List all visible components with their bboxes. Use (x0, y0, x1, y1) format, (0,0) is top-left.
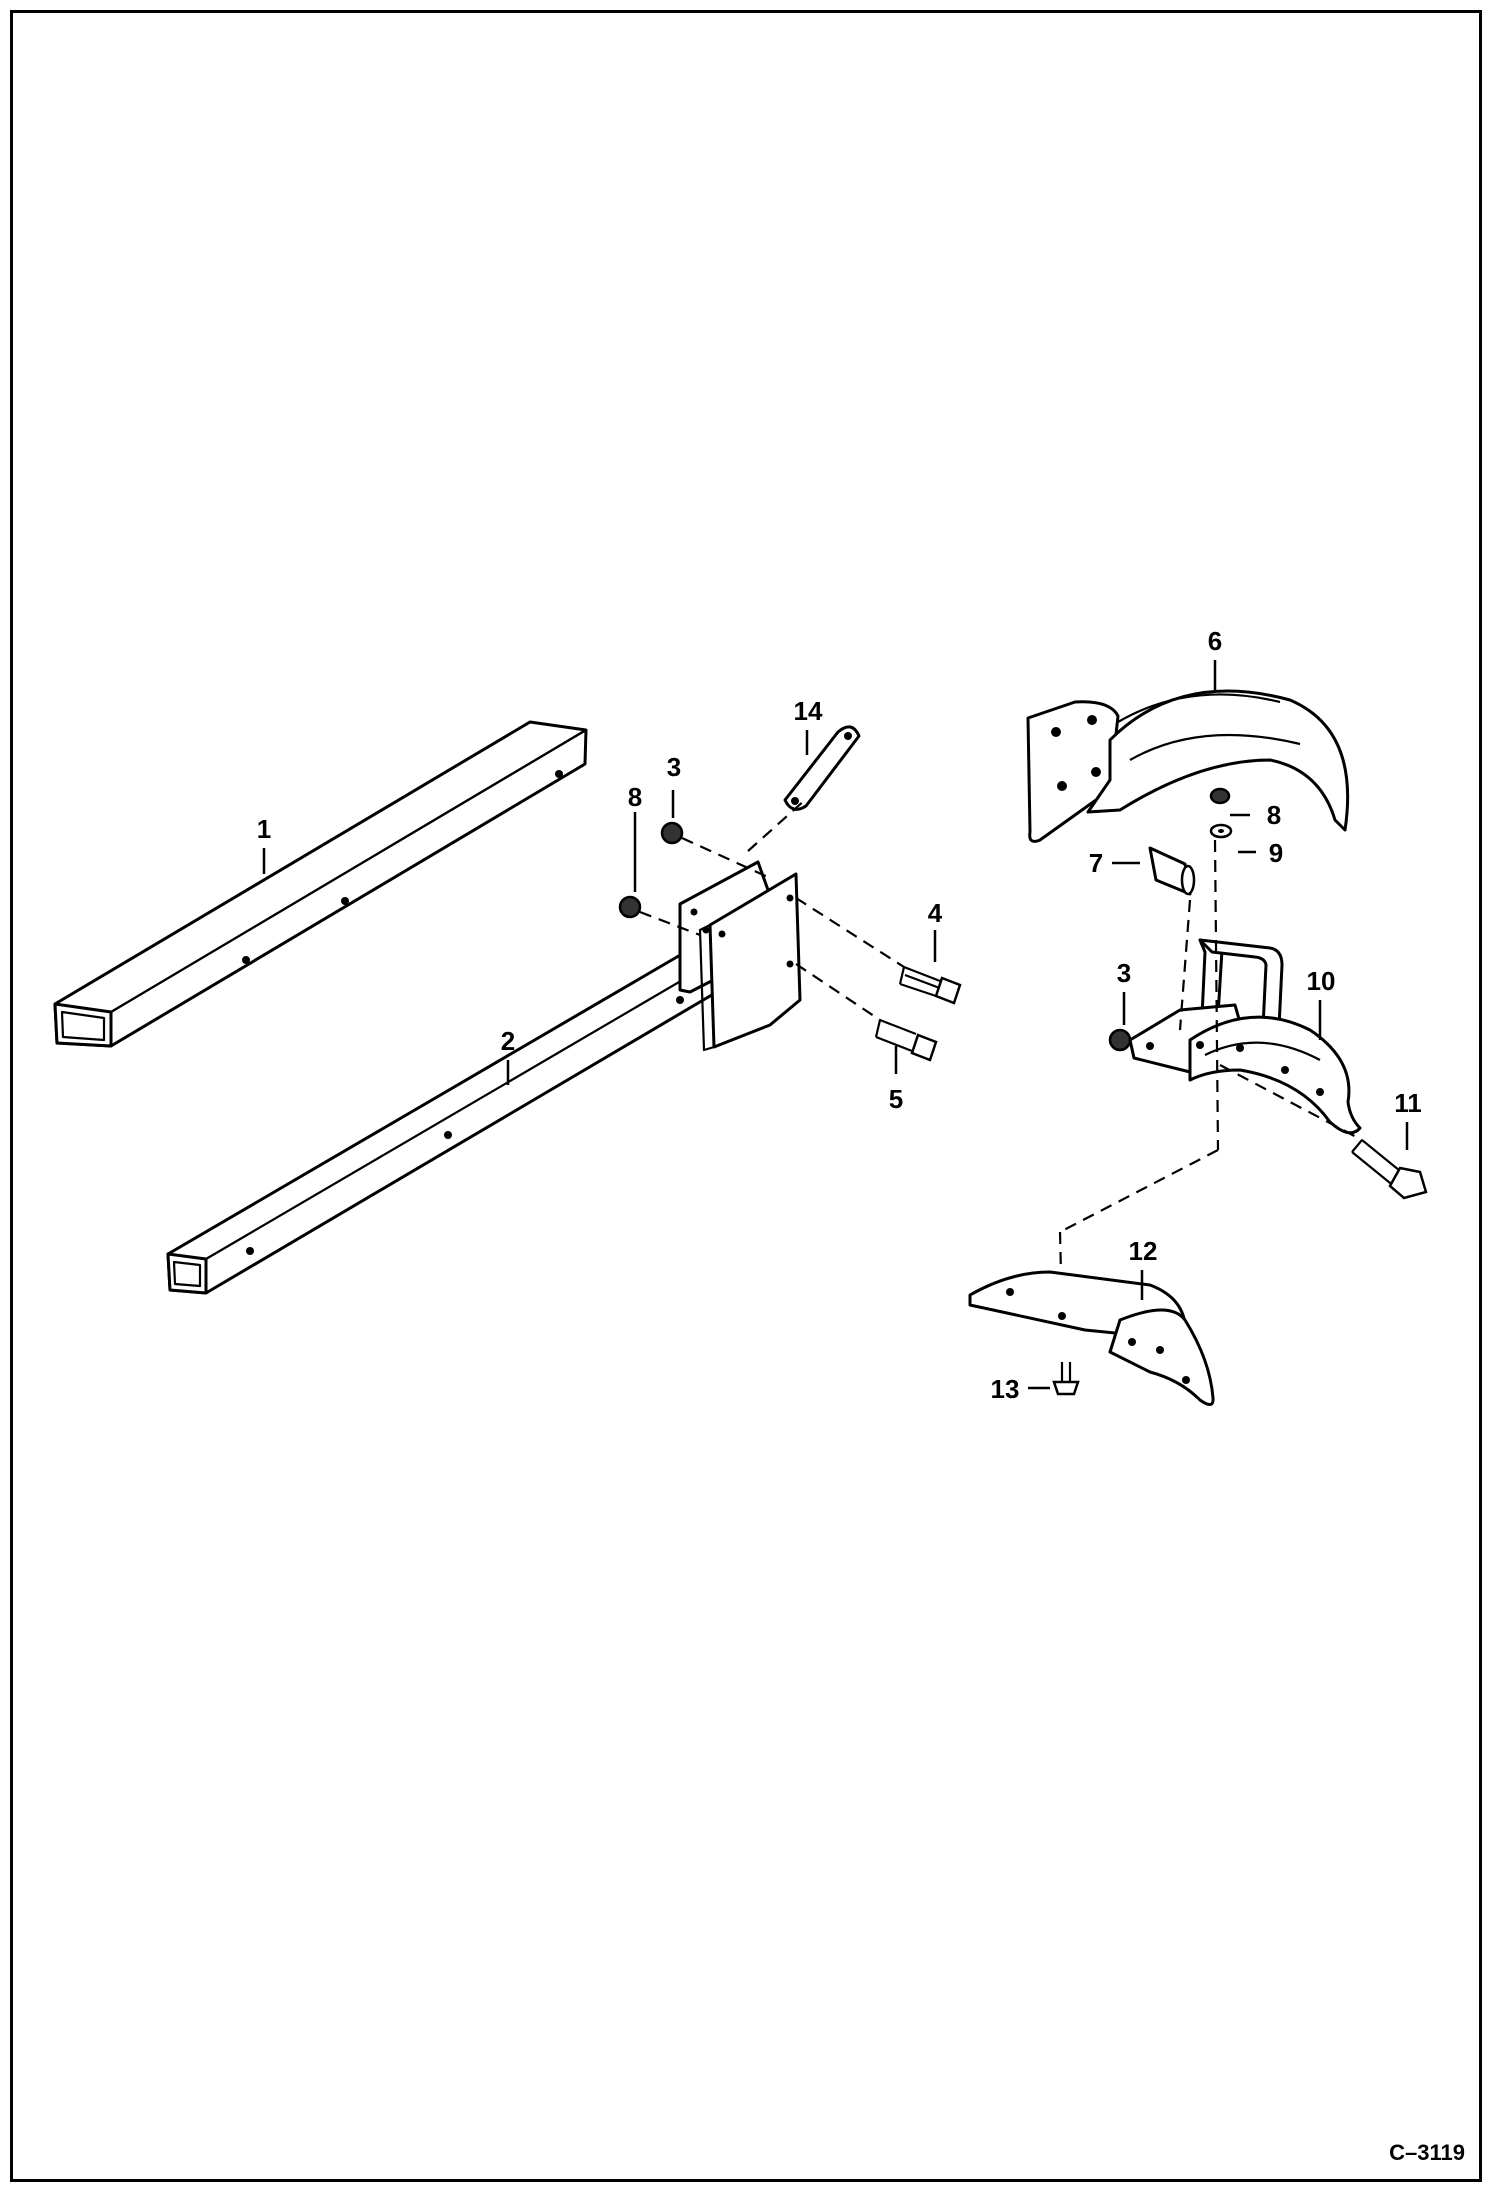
part-10-mount-bracket (1128, 938, 1362, 1135)
part-8-nut-left (618, 895, 642, 919)
part-13-screw (1052, 1362, 1080, 1396)
part-2-tube-with-bracket (166, 860, 802, 1295)
callout-6: 6 (1208, 626, 1222, 656)
part-3-nut-right (1108, 1028, 1132, 1052)
part-12-lower-fender (968, 1270, 1215, 1406)
callout-5: 5 (889, 1084, 903, 1114)
part-14-link (783, 725, 861, 811)
callout-14: 14 (794, 696, 823, 726)
callout-leaders (262, 660, 1409, 1390)
part-7-spacer (1148, 846, 1196, 896)
part-3-nut-left (660, 821, 684, 845)
callout-3-right: 3 (1117, 958, 1131, 988)
callout-7: 7 (1089, 848, 1103, 878)
page-frame (10, 10, 1482, 2182)
part-6-upper-fender (1026, 689, 1350, 843)
callout-1: 1 (257, 814, 271, 844)
figure-code: C–3119 (1389, 2140, 1465, 2165)
part-5-bolt (874, 1018, 938, 1062)
callout-8-right: 8 (1267, 800, 1281, 830)
part-8-nut-right (1209, 787, 1231, 805)
part-9-washer (1209, 823, 1233, 839)
callout-13: 13 (991, 1374, 1020, 1404)
callout-10: 10 (1307, 966, 1336, 996)
part-1-square-tube (53, 720, 588, 1048)
callout-11: 11 (1394, 1088, 1422, 1118)
callout-4: 4 (928, 898, 943, 928)
callout-3-left: 3 (667, 752, 681, 782)
part-4-bolt (898, 965, 962, 1005)
callout-12: 12 (1129, 1236, 1158, 1266)
callout-9: 9 (1269, 838, 1283, 868)
callout-2: 2 (501, 1026, 515, 1056)
callout-8-left: 8 (628, 782, 642, 812)
part-11-bolt (1351, 1139, 1428, 1200)
